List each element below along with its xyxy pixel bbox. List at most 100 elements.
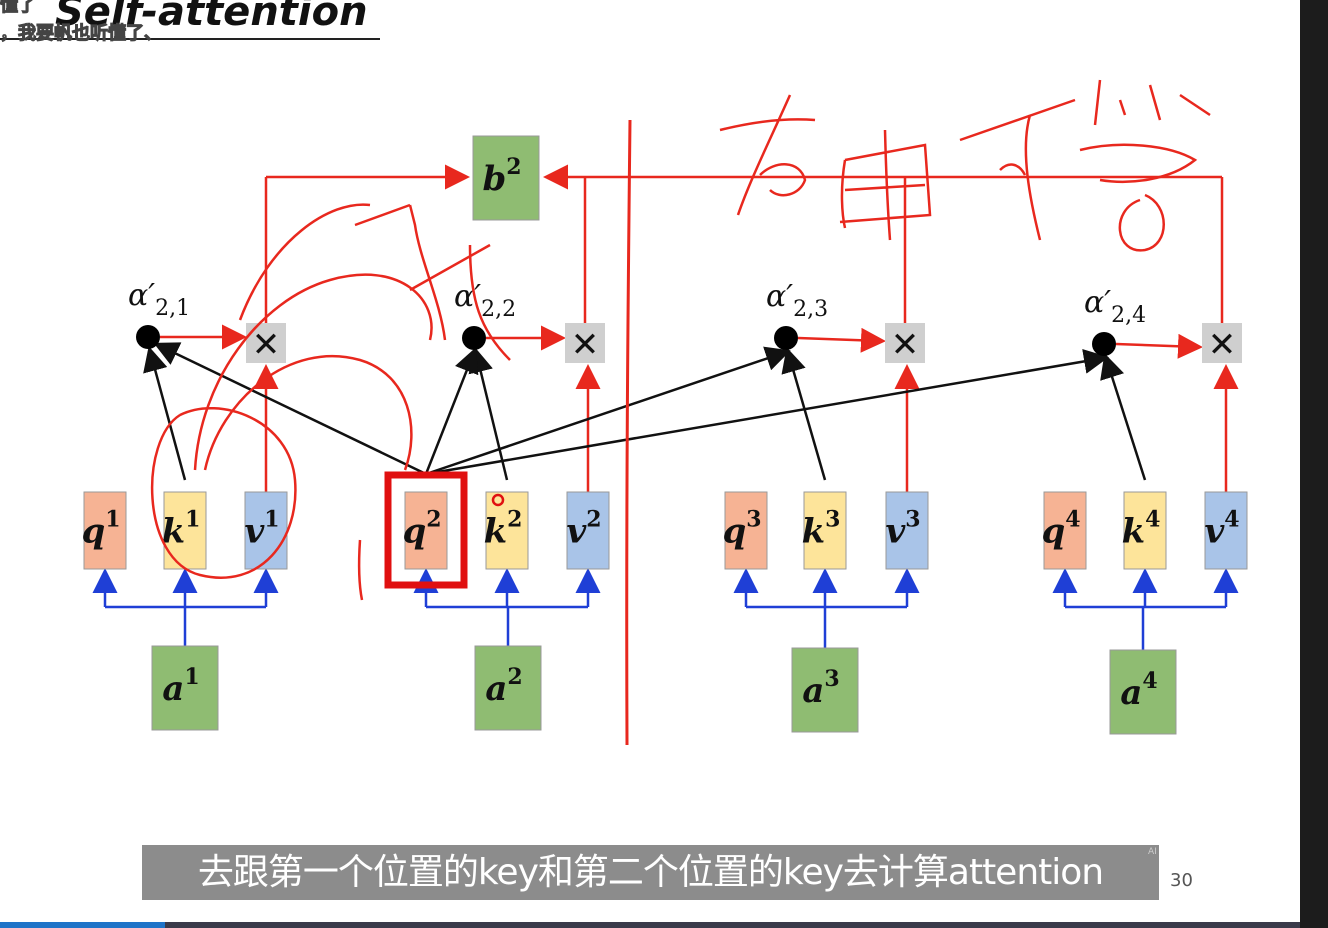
ink-stroke-5 <box>409 243 511 361</box>
v-box-1-sup: 1 <box>264 507 279 533</box>
a-box-1-sup: 1 <box>184 664 199 690</box>
black-q2-to-alpha-4 <box>425 349 1109 476</box>
k-box-1: k1 <box>162 491 207 570</box>
v-box-1-rect <box>244 491 288 570</box>
a-box-1: a1 <box>151 645 219 731</box>
ink-divider-line <box>625 119 632 746</box>
ink-scribble-3 <box>959 98 1076 241</box>
black-k-to-alpha-3 <box>781 347 827 481</box>
k-box-3-rect <box>803 491 847 570</box>
alpha-sub-2: 2,2 <box>481 297 516 322</box>
k-box-4: k4 <box>1122 491 1167 570</box>
b2-output-box: b2 <box>472 135 540 221</box>
q-box-1-rect <box>83 491 127 570</box>
multiply-icon-2: ✕ <box>571 325 600 365</box>
k-box-3: k3 <box>802 491 847 570</box>
progress-strip <box>0 922 1300 928</box>
alpha-label-1: α′2,1 <box>128 278 190 321</box>
ink-scribble-1 <box>719 94 816 216</box>
alpha-dot-4 <box>1092 332 1116 356</box>
alpha-sub-3: 2,3 <box>793 297 828 322</box>
q2-highlight-box <box>384 471 468 589</box>
handwriting-annotations <box>150 79 1211 746</box>
multiply-box-2 <box>565 323 605 363</box>
ink-circle-k1 <box>150 406 297 579</box>
alpha-sub-4: 2,4 <box>1111 303 1146 328</box>
q-box-2-sup: 2 <box>426 507 441 533</box>
alpha-label-2: α′2,2 <box>454 279 516 322</box>
multiply-icon-3: ✕ <box>891 325 920 365</box>
v-box-1: v1 <box>244 491 288 570</box>
v-box-4: v4 <box>1204 491 1248 570</box>
a-box-3-rect <box>791 647 859 733</box>
a-box-3: a3 <box>791 647 859 733</box>
k-box-2: k2 <box>484 491 529 570</box>
danmaku-comment-2: ，我要帆也听懂了、 <box>0 23 163 44</box>
window-edge <box>1300 0 1328 928</box>
a-box-2-sup: 2 <box>507 664 522 690</box>
a-box-2: a2 <box>474 645 542 731</box>
progress-accent <box>0 922 165 928</box>
q-box-3-sup: 3 <box>746 507 761 533</box>
red-alpha-to-mul-4 <box>1115 333 1203 359</box>
ink-scribble-4 <box>1079 79 1211 252</box>
q-box-1: q1 <box>81 491 127 570</box>
black-q2-to-alpha-1 <box>153 342 427 476</box>
a-box-4-sup: 4 <box>1142 668 1157 694</box>
v-box-3-rect <box>885 491 929 570</box>
alpha-label-4: α′2,4 <box>1084 285 1146 328</box>
a-box-2-rect <box>474 645 542 731</box>
slide-title: Self-attention <box>55 0 368 35</box>
alpha-dot-1 <box>136 325 160 349</box>
black-k-to-alpha-1 <box>143 346 187 481</box>
subtitle-caption: 去跟第一个位置的key和第二个位置的key去计算attention <box>142 845 1159 900</box>
pen-cursor-icon <box>491 493 505 507</box>
alpha-dot-2 <box>462 326 486 350</box>
multiply-box-4 <box>1202 323 1242 363</box>
ink-loop-3 <box>238 203 371 321</box>
q-box-4-rect <box>1043 491 1087 570</box>
v-box-4-rect <box>1204 491 1248 570</box>
v-box-4-sup: 4 <box>1224 507 1239 533</box>
black-q2-to-alpha-3 <box>425 346 791 476</box>
alpha-label-3: α′2,3 <box>766 279 828 322</box>
page-number: 30 <box>1170 870 1193 891</box>
v-box-3: v3 <box>885 491 929 570</box>
a-box-4-rect <box>1109 649 1177 735</box>
v-box-2: v2 <box>566 491 610 570</box>
q-box-1-sup: 1 <box>105 507 120 533</box>
v-box-2-sup: 2 <box>586 507 601 533</box>
k-box-2-sup: 2 <box>507 507 522 533</box>
slide <box>0 0 1300 928</box>
ink-stroke-4 <box>354 203 447 341</box>
a-box-3-sup: 3 <box>824 666 839 692</box>
alpha-dot-3 <box>774 326 798 350</box>
subtitle-ai-tag: AI <box>1148 847 1157 857</box>
ink-stroke-6 <box>357 539 364 601</box>
a-box-4-text: a4 <box>1120 668 1157 713</box>
k-box-4-sup: 4 <box>1145 507 1160 533</box>
black-k-to-alpha-2 <box>468 347 509 481</box>
k-box-3-sup: 3 <box>825 507 840 533</box>
multiply-box-3 <box>885 323 925 363</box>
k-box-2-rect <box>485 491 529 570</box>
alpha-sub-1: 2,1 <box>155 296 190 321</box>
black-k-to-alpha-4 <box>1100 353 1147 481</box>
q-box-4: q4 <box>1041 491 1087 570</box>
v-box-3-sup: 3 <box>905 507 920 533</box>
ink-loop-1 <box>193 273 433 471</box>
q-box-3: q3 <box>722 491 768 570</box>
ink-scribble-2 <box>839 129 932 241</box>
a-box-1-rect <box>151 645 219 731</box>
k-box-4-rect <box>1123 491 1167 570</box>
a-box-4: a4 <box>1109 649 1177 735</box>
red-alpha-to-mul-3 <box>797 327 886 353</box>
self-attention-diagram: α′2,1 ✕ q1 k1 v1 a1 α′2,2 ✕ q2 k2 v2 a2 α′2,3 ✕ q3 k3 v3… <box>81 79 1248 746</box>
black-q2-to-alpha-2 <box>424 347 479 475</box>
q-box-2: q2 <box>402 491 448 570</box>
multiply-icon-4: ✕ <box>1208 325 1237 365</box>
q-box-3-rect <box>724 491 768 570</box>
b2-output-box-sup: 2 <box>506 154 521 180</box>
ink-loop-2 <box>203 354 413 471</box>
b2-output-box-rect <box>472 135 540 221</box>
